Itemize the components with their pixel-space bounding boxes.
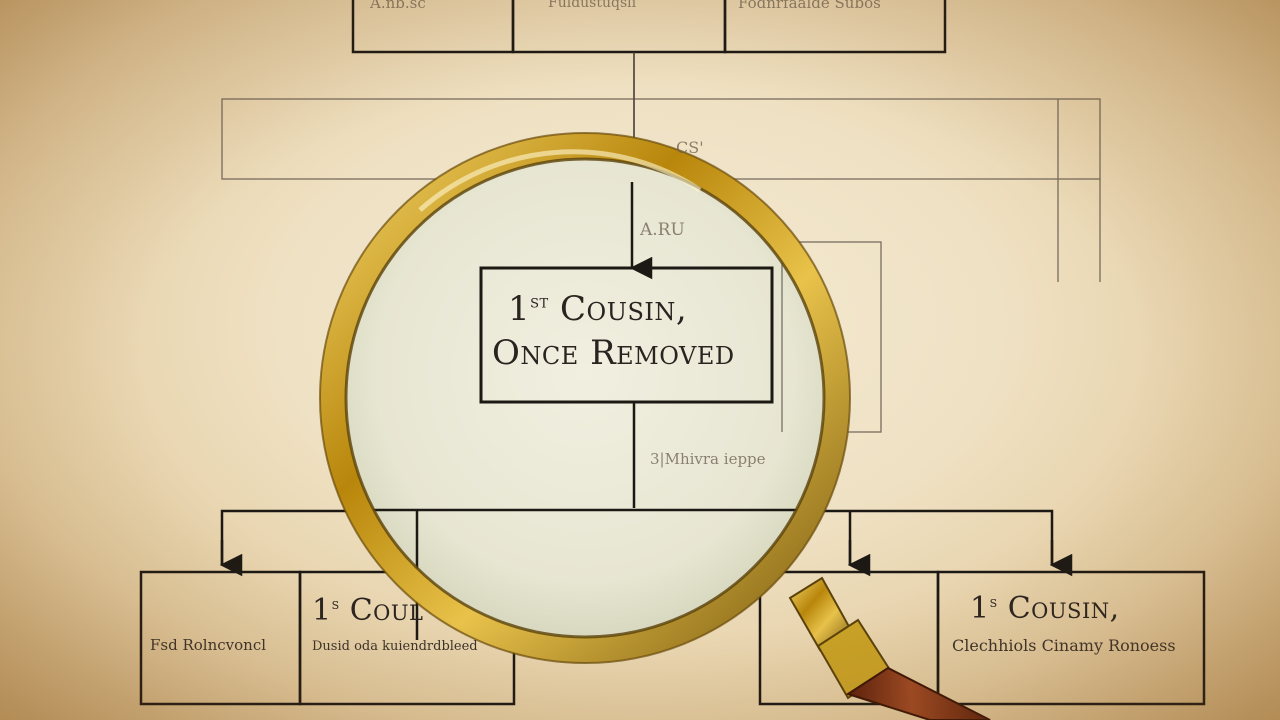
bottom-right-subtext: Clechhiols Cinamy Ronoess — [952, 636, 1176, 655]
center-box-line1-sup: st — [530, 291, 549, 313]
bottom-left-heading-prefix: 1 — [312, 593, 332, 628]
top-box-3-label: Fodnrfaalde Subos — [738, 0, 881, 12]
bottom-right-heading-sup: s — [989, 593, 998, 611]
bottom-right-heading-rest: Cousin, — [1007, 591, 1120, 626]
top-box-2-label: Fuldustuqsli — [548, 0, 637, 11]
lens-rim — [320, 133, 850, 663]
top-box-1-label: A.nb.sc — [370, 0, 426, 12]
bottom-left-heading-rest: Coul — [349, 593, 424, 628]
center-box-line1-prefix: 1 — [508, 289, 531, 329]
magnifier-handle — [788, 576, 991, 720]
side-note-label: 3|Mhivra ieppe — [650, 450, 766, 468]
center-box-line1-rest: Cousin, — [560, 289, 688, 329]
top-row-boxes — [351, 0, 947, 54]
magnified-lines — [360, 182, 820, 640]
bottom-left-subtext: Dusid oda kuiendrdbleed — [312, 639, 478, 654]
lens-glass — [337, 150, 833, 646]
bottom-right-heading: 1s Cousin, — [970, 594, 1120, 624]
center-box-line1: 1st Cousin, — [508, 292, 687, 326]
center-box-line2: Once Removed — [492, 333, 735, 373]
bottom-left-label-a: Fsd Rolncvoncl — [150, 636, 267, 654]
bottom-left-heading-sup: s — [331, 595, 340, 613]
middle-faint-label: CS' — [676, 138, 704, 157]
lens-faint-label: A.RU — [640, 220, 685, 240]
bottom-right-heading-prefix: 1 — [970, 591, 990, 626]
bottom-left-heading: 1s Coul — [312, 596, 424, 626]
